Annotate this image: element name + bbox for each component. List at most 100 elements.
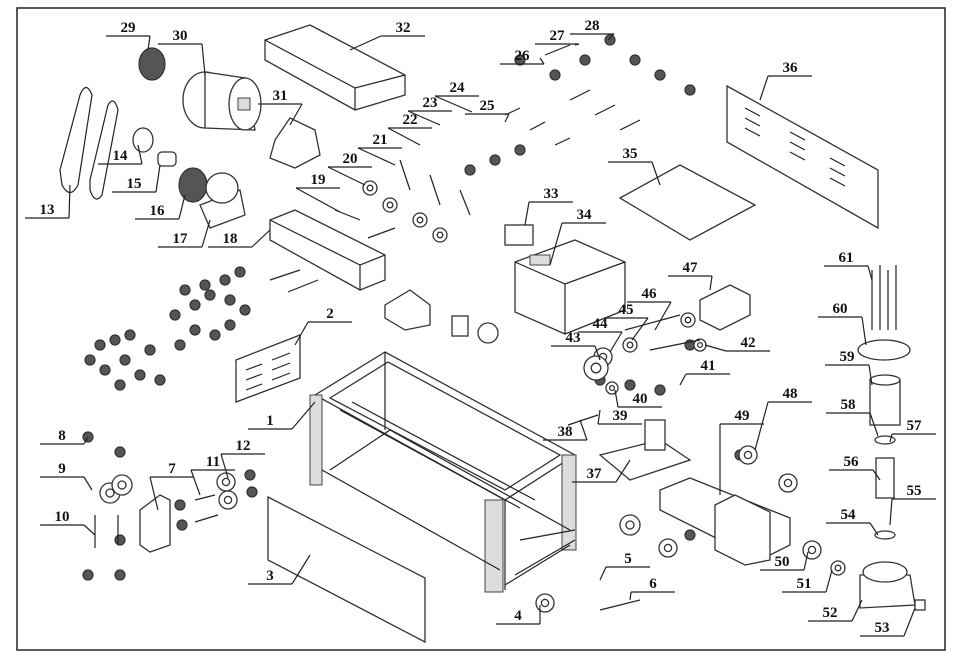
part-washer xyxy=(132,127,154,153)
leader-line xyxy=(289,103,303,126)
part-number: 9 xyxy=(58,461,66,477)
part-label: 42 xyxy=(704,335,770,352)
small-part xyxy=(219,274,231,286)
ring-part xyxy=(412,212,428,228)
small-part xyxy=(82,569,94,581)
small-part xyxy=(224,294,236,306)
small-part xyxy=(239,304,251,316)
pin-part xyxy=(287,279,319,293)
part-number: 12 xyxy=(236,438,251,454)
pin-part xyxy=(544,44,571,56)
part-number: 47 xyxy=(683,260,699,276)
leader-line xyxy=(851,599,863,622)
part-number: 39 xyxy=(613,408,628,424)
leader-line xyxy=(889,433,893,443)
leader-line xyxy=(349,35,382,51)
ring-part xyxy=(535,593,555,613)
part-electrical-box xyxy=(514,239,626,335)
part-label: 29 xyxy=(106,20,151,51)
part-number: 21 xyxy=(373,132,388,148)
part-cylinder-assembly xyxy=(857,265,926,611)
leader-line xyxy=(291,554,311,585)
part-label: 18 xyxy=(208,229,271,248)
part-label: 48 xyxy=(754,386,812,451)
part-number: 59 xyxy=(840,349,855,365)
part-label: 58 xyxy=(826,397,879,437)
ring-part xyxy=(583,355,609,381)
part-number: 24 xyxy=(450,80,466,96)
small-part xyxy=(119,354,131,366)
part-label: 60 xyxy=(818,301,867,346)
leader-line xyxy=(709,275,713,291)
small-part xyxy=(624,379,636,391)
part-number: 32 xyxy=(396,20,411,36)
part-bushing xyxy=(157,151,177,167)
part-number: 19 xyxy=(311,172,326,188)
part-belt-cover xyxy=(264,24,406,111)
part-number: 46 xyxy=(642,286,658,302)
part-label: 9 xyxy=(40,461,93,491)
part-number: 15 xyxy=(127,176,142,192)
part-label: 10 xyxy=(40,509,96,536)
ring-part xyxy=(432,227,448,243)
part-number: 51 xyxy=(797,576,812,592)
pin-part xyxy=(269,269,301,281)
part-number: 5 xyxy=(624,551,632,567)
part-label: 33 xyxy=(524,186,573,226)
part-number: 54 xyxy=(841,507,857,523)
part-number: 43 xyxy=(566,330,581,346)
leader-line xyxy=(201,43,206,76)
leader-line xyxy=(803,551,809,571)
part-label: 3 xyxy=(248,554,311,585)
leader-line xyxy=(190,469,201,496)
pin-part xyxy=(554,137,571,146)
leader-line xyxy=(825,569,833,593)
small-part xyxy=(209,329,221,341)
part-number: 1 xyxy=(266,413,274,429)
part-label: 34 xyxy=(549,207,606,266)
small-part xyxy=(114,569,126,581)
part-motor-pulley xyxy=(138,47,166,81)
part-label: 7 xyxy=(149,461,194,511)
pin-part xyxy=(649,339,701,351)
part-number: 27 xyxy=(550,28,566,44)
leader-line xyxy=(629,591,632,601)
ring-part xyxy=(605,381,619,395)
part-label: 43 xyxy=(551,330,601,361)
leader-line xyxy=(147,35,151,51)
pin-part xyxy=(429,174,441,206)
leader-line xyxy=(579,419,588,441)
small-part xyxy=(114,379,126,391)
part-number: 45 xyxy=(619,302,634,318)
leader-line xyxy=(549,222,563,266)
part-number: 22 xyxy=(403,112,418,128)
ring-part xyxy=(680,312,696,328)
ring-part xyxy=(111,474,133,496)
part-label: 57 xyxy=(889,418,936,443)
small-part xyxy=(144,344,156,356)
part-number: 55 xyxy=(907,483,922,499)
part-disc xyxy=(477,322,499,344)
part-number: 38 xyxy=(558,424,573,440)
part-label: 1 xyxy=(248,401,316,430)
part-number: 17 xyxy=(173,231,189,247)
part-sleeve xyxy=(451,315,469,337)
part-label: 22 xyxy=(387,112,432,146)
small-part xyxy=(176,519,188,531)
part-label: 16 xyxy=(135,194,186,220)
part-label: 45 xyxy=(604,302,649,341)
part-label: 38 xyxy=(543,419,588,441)
pin-part xyxy=(194,514,219,523)
small-part xyxy=(114,446,126,458)
part-label: 15 xyxy=(112,164,161,193)
ring-part xyxy=(622,337,638,353)
small-part xyxy=(189,324,201,336)
leader-line xyxy=(574,43,580,46)
leader-line xyxy=(868,364,873,386)
part-label: 6 xyxy=(629,576,675,601)
leader-line xyxy=(68,184,71,219)
leader-line xyxy=(327,166,366,186)
